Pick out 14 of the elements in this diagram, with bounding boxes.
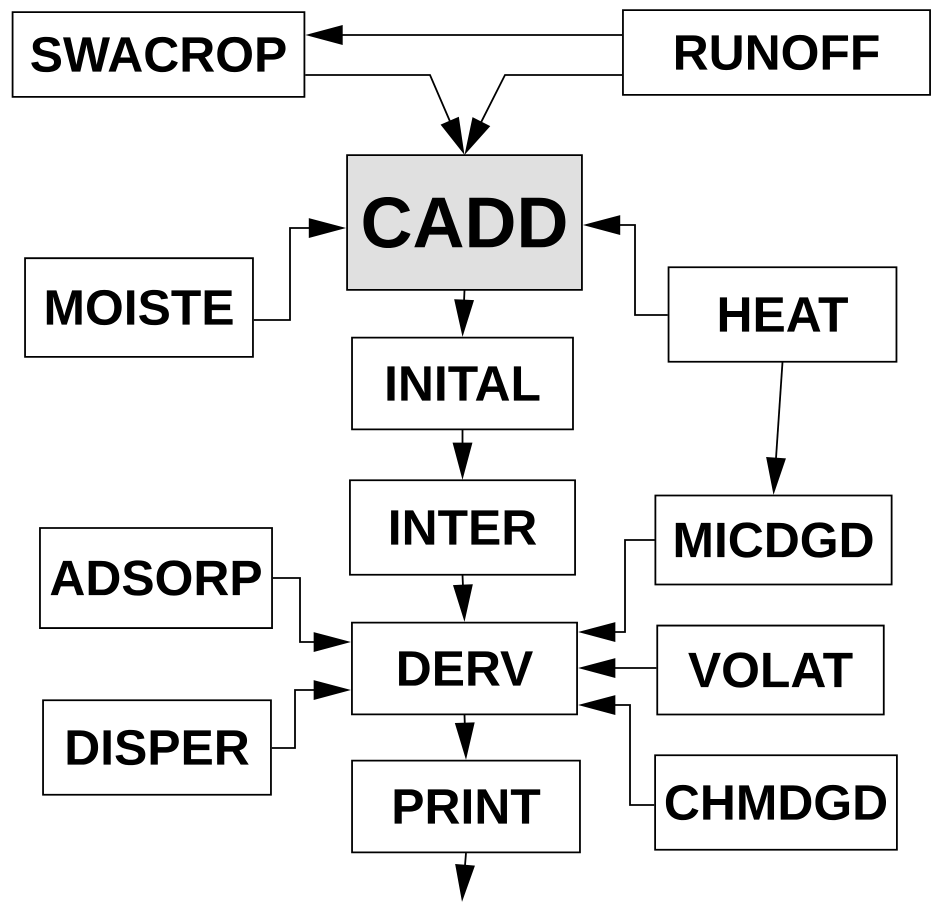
process-box: CADD (346, 154, 583, 291)
process-box: VOLAT (656, 624, 885, 716)
process-box: SWACROP (12, 11, 306, 98)
process-box: DERV (351, 622, 578, 716)
process-box: CHMDGD (654, 754, 898, 851)
process-box: RUNOFF (622, 9, 931, 96)
process-box: INITAL (351, 336, 574, 430)
process-box: ADSORP (39, 527, 273, 629)
process-box: MICDGD (654, 494, 893, 586)
process-box: INTER (349, 479, 576, 576)
process-box: DISPER (42, 699, 272, 796)
process-box: MOISTE (24, 257, 254, 358)
process-box: HEAT (668, 266, 898, 363)
process-box: PRINT (351, 760, 581, 854)
